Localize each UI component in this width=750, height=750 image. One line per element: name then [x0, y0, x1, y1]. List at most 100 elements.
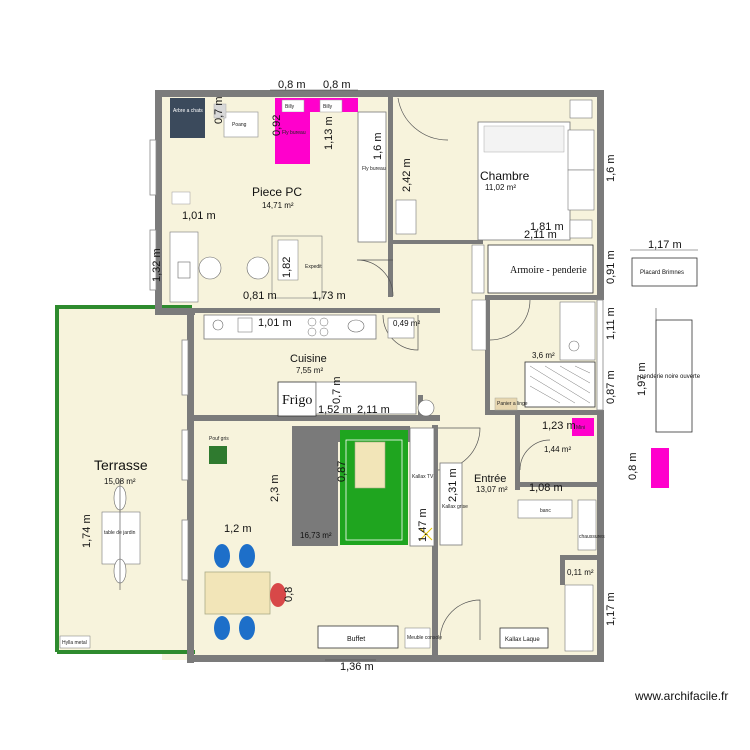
dim-label: 1,73 m: [312, 290, 346, 302]
dim-label: 1,01 m: [258, 317, 292, 329]
dim-label: 1,2 m: [224, 523, 252, 535]
dim-label: 0,8 m: [278, 79, 306, 91]
dim-label: 1,11 m: [605, 307, 617, 340]
chair: [214, 544, 230, 568]
dim-label: 1,6 m: [372, 132, 384, 160]
sofa: [292, 426, 338, 546]
chair: [239, 616, 255, 640]
bookcase: [357, 111, 387, 243]
dim-label: 1,52 m: [318, 404, 352, 416]
expedit-label: Expedit: [305, 264, 322, 270]
dim-label: 0,8 m: [323, 79, 351, 91]
bookcase-label: Fly bureau: [362, 166, 386, 172]
dim-label: 1,23 m: [542, 420, 576, 432]
billy-b-label: Billy: [323, 104, 333, 110]
dim-label: 2,3 m: [269, 474, 281, 502]
fridge: [277, 381, 317, 417]
kitchen-counter: [203, 314, 377, 340]
dim-label: 1,17 m: [605, 592, 617, 626]
desk-label: Fly bureau: [282, 130, 306, 136]
hylla-metal: [59, 635, 91, 649]
floor-terrace: [57, 307, 192, 652]
room-chambre: Chambre: [480, 169, 530, 183]
pouf-gris: [209, 446, 227, 464]
wardrobe: [487, 244, 594, 294]
dim-label: 1,82: [281, 257, 293, 278]
shoes-label: chaussures: [579, 534, 605, 540]
poang-chair: [223, 111, 259, 138]
magenta-cabinet: [651, 448, 669, 488]
cellier: [387, 317, 415, 339]
placard-brimnes-label: Placard Brimnes: [640, 270, 684, 276]
sink: [559, 301, 596, 361]
placard-brimnes: [631, 257, 698, 287]
dim-label: 2,31 m: [447, 468, 459, 502]
billy-a-label: Billy: [285, 104, 295, 110]
buffet-label: Buffet: [347, 636, 365, 643]
dimension-lines: [119, 89, 698, 661]
penderie-noire-label: penderie noire ouverte: [640, 374, 701, 380]
laundry-label: Panier a linge: [497, 401, 528, 407]
cat-tree-label: Arbre a chats: [173, 108, 203, 114]
dim-label: 0,7 m: [213, 96, 225, 124]
hylla-label: Hylla metal: [62, 640, 87, 646]
room-salon-area: 16,73 m²: [300, 531, 332, 540]
poang-label: Poang: [232, 122, 247, 128]
room-cuisine-area: 7,55 m²: [296, 366, 323, 375]
dim-label: 1,74 m: [81, 514, 93, 548]
watermark: www.archifacile.fr: [634, 689, 728, 703]
dim-label: 1,08 m: [529, 482, 563, 494]
dim-label: 2,11 m: [357, 404, 390, 416]
dim-label: 1,47 m: [417, 508, 429, 542]
room-placard-area: 0,11 m²: [567, 568, 594, 577]
dim-label: 1,32 m: [151, 248, 163, 282]
terrace-border: [55, 305, 192, 652]
room-wc-area: 1,44 m²: [544, 445, 571, 454]
pc-chair: [198, 256, 222, 280]
coffee-table: [354, 441, 386, 489]
pc-desk: [169, 231, 199, 303]
desk: [275, 112, 310, 164]
kallax-laque: [499, 627, 549, 649]
kallax-grise: [439, 462, 463, 546]
dim-label: 1,36 m: [340, 661, 374, 673]
fridge-label: Frigo: [282, 393, 312, 408]
kallax-laque-label: Kallax Laque: [505, 637, 540, 643]
garden-table: [101, 511, 141, 565]
expedit-shelf: [271, 235, 323, 299]
dim-label: 1,01 m: [182, 210, 216, 222]
dim-label: 1,17 m: [648, 239, 682, 251]
bench-label: banc: [540, 508, 551, 514]
console-label: Meuble console: [407, 635, 442, 641]
walls: [155, 90, 604, 663]
kallax-tv: [409, 427, 435, 547]
wc-mini: [572, 418, 594, 436]
dim-label: 0,92: [271, 115, 283, 136]
dim-label: 0,7 m: [331, 376, 343, 404]
doors: [356, 97, 551, 641]
pouf-gris-label: Pouf gris: [209, 436, 229, 442]
chair: [214, 616, 230, 640]
dim-label: 0,91 m: [605, 250, 617, 284]
chair-red: [270, 583, 286, 607]
kallax-grise-label: Kallax grise: [442, 504, 468, 510]
entry-cabinet: [564, 584, 594, 652]
room-terrasse-area: 15,08 m²: [104, 477, 136, 486]
room-terrasse: Terrasse: [94, 457, 148, 473]
dim-label: 0,87: [336, 461, 348, 482]
bench: [517, 499, 573, 519]
dim-label: 1,13 m: [323, 116, 335, 150]
dim-label: 2,11 m: [524, 229, 557, 241]
laundry-basket: [494, 397, 518, 411]
dim-label: 2,42 m: [401, 158, 413, 192]
kallax-tv-label: Kallax TV: [412, 474, 434, 480]
room-sdb-area: 3,6 m²: [532, 351, 555, 360]
dim-label: 1,97 m: [636, 362, 648, 396]
kitchen-counter-2: [315, 381, 417, 415]
dim-label: 1,81 m: [530, 221, 564, 233]
room-piece-pc: Piece PC: [252, 185, 302, 199]
cat-tree: [170, 98, 205, 138]
windows: [149, 139, 604, 581]
dim-label: 0,87 m: [605, 370, 617, 404]
